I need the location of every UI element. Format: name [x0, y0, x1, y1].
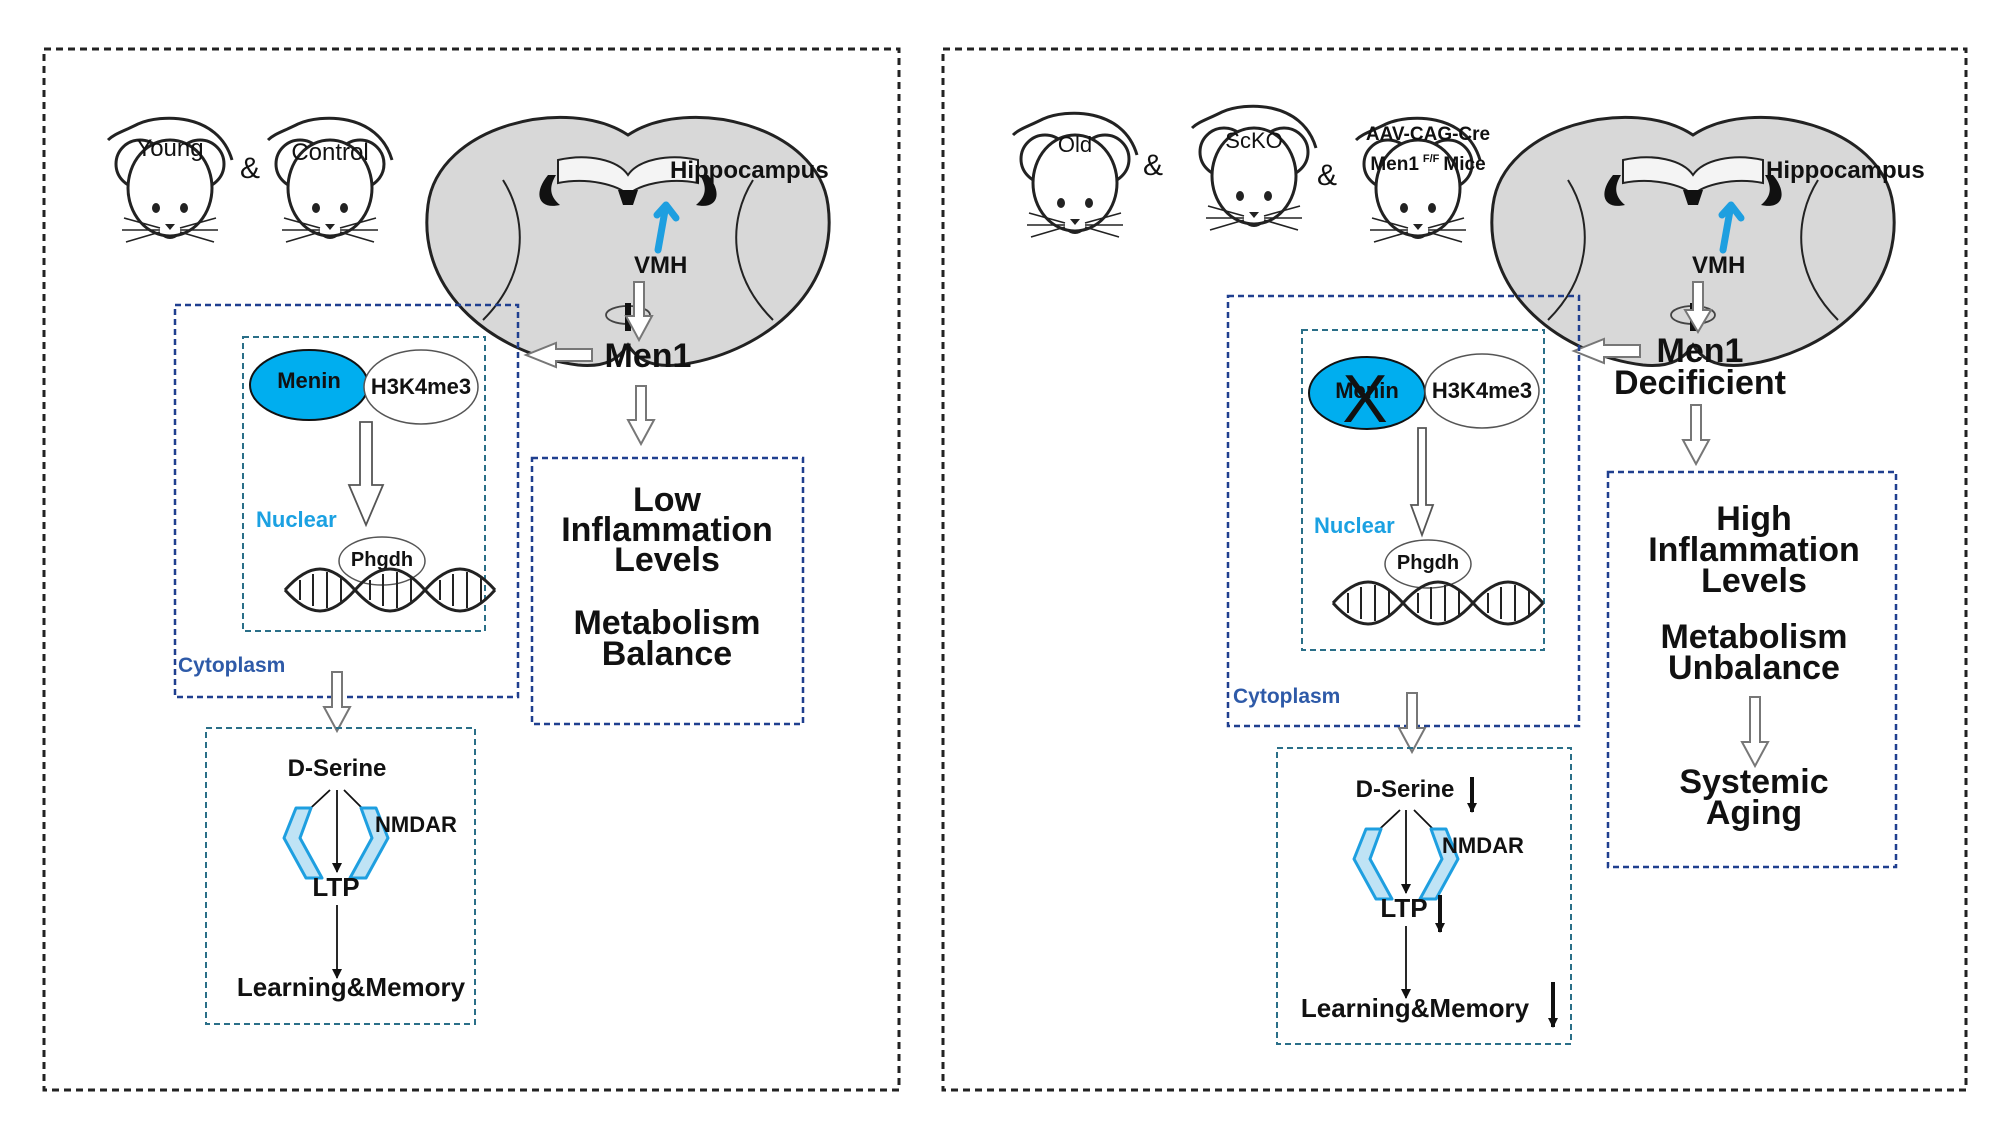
cytoplasm-box	[1226, 294, 1581, 728]
outcome-line-7: Aging	[1706, 794, 1802, 832]
men1-to-cell-arrow-icon	[1571, 337, 1641, 365]
dserine-label: D-Serine	[288, 755, 387, 782]
hippocampus-label: Hippocampus	[1766, 157, 1925, 184]
ampersand-1: &	[1143, 149, 1163, 182]
dserine-label: D-Serine	[1356, 776, 1455, 803]
cytoplasm-to-pathway-arrow-icon	[1397, 692, 1427, 755]
cytoplasm-box	[173, 303, 520, 699]
h3k4me3-label: H3K4me3	[371, 374, 471, 399]
ltp-label: LTP	[312, 872, 359, 902]
learning-memory-label: Learning&Memory	[1301, 993, 1530, 1023]
cytoplasm-to-pathway-arrow-icon	[322, 671, 352, 734]
outcome-box	[530, 456, 805, 726]
outcome-line-4: Metabolism	[1660, 618, 1847, 656]
pathway-box	[205, 727, 476, 1025]
outcome-line-5: Unbalance	[1668, 649, 1840, 687]
nuclear-label: Nuclear	[256, 507, 337, 532]
men1-label: Men1	[605, 337, 692, 375]
control-mouse-icon	[266, 116, 394, 244]
menin-to-phgdh-arrow-icon	[347, 421, 385, 528]
sckko-mouse-label: ScKO	[1225, 128, 1282, 153]
men1-to-cell-arrow-icon	[523, 341, 593, 369]
ltp-label: LTP	[1380, 893, 1427, 923]
outcome-line-3: Levels	[614, 541, 720, 579]
vmh-label: VMH	[1692, 252, 1745, 279]
nmdar-label: NMDAR	[375, 812, 457, 837]
brain-icon	[1490, 115, 1896, 367]
brain-icon	[425, 115, 831, 367]
nucleus-box	[242, 336, 486, 632]
menin-cross-icon: X	[1342, 361, 1387, 437]
dna-icon	[1331, 580, 1545, 626]
menin-to-phgdh-arrow-icon	[1409, 427, 1435, 538]
outcome-line-2: Inflammation	[1648, 531, 1860, 569]
cytoplasm-label: Cytoplasm	[1233, 685, 1340, 708]
menin-label: Menin	[277, 368, 341, 393]
men1-label: Men1	[1657, 332, 1744, 370]
outcome-line-4: Metabolism	[573, 604, 760, 642]
nmdar-receptor-icon	[282, 806, 390, 880]
menin-label: Menin	[1335, 378, 1399, 403]
outcome-line-2: Inflammation	[561, 511, 773, 549]
men1-to-outcome-arrow-icon	[626, 385, 656, 447]
h3k4me3-label: H3K4me3	[1432, 378, 1532, 403]
control-mouse-label: Control	[291, 139, 368, 166]
outcome-line-6: Systemic	[1679, 763, 1828, 801]
outcome-line-5: Balance	[602, 635, 732, 673]
outcome-line-1: High	[1716, 500, 1792, 538]
h3k4me3-protein	[363, 349, 479, 425]
hippocampus-arrow-icon	[653, 201, 680, 254]
outcome-box	[1606, 470, 1898, 869]
hippocampus-label: Hippocampus	[670, 157, 829, 184]
learning-memory-label: Learning&Memory	[237, 972, 466, 1002]
aav-cag-cre-label: AAV-CAG-Cre	[1366, 124, 1490, 145]
h3k4me3-protein	[1424, 353, 1540, 429]
phgdh-label: Phgdh	[351, 549, 413, 571]
old-mouse-label: Old	[1058, 132, 1092, 157]
deficient-label: Decificient	[1614, 364, 1786, 402]
outcome-line-3: Levels	[1701, 562, 1807, 600]
nmdar-label: NMDAR	[1442, 833, 1524, 858]
sckko-mouse-icon	[1190, 104, 1318, 232]
nuclear-label: Nuclear	[1314, 513, 1395, 538]
young-mouse-label: Young	[136, 135, 203, 162]
vmh-label: VMH	[634, 252, 687, 279]
cytoplasm-label: Cytoplasm	[178, 654, 285, 677]
hippocampus-arrow-icon	[1718, 201, 1745, 254]
left-panel: Young & Control Hippocampus VMH Men1 Cyt…	[42, 47, 901, 1092]
phgdh-label: Phgdh	[1397, 552, 1459, 574]
men1-to-outcome-arrow-icon	[1681, 404, 1711, 467]
ampersand-2: &	[1317, 159, 1337, 192]
vmh-to-men1-arrow-icon	[624, 281, 654, 343]
pathway-box	[1276, 747, 1572, 1045]
vmh-to-men1-arrow-icon	[1683, 281, 1713, 334]
phgdh-gene	[1384, 539, 1472, 589]
outcome-line-1: Low	[633, 481, 702, 519]
unbalance-to-aging-arrow-icon	[1740, 696, 1770, 769]
nucleus-box	[1301, 329, 1545, 651]
ampersand: &	[240, 152, 260, 185]
